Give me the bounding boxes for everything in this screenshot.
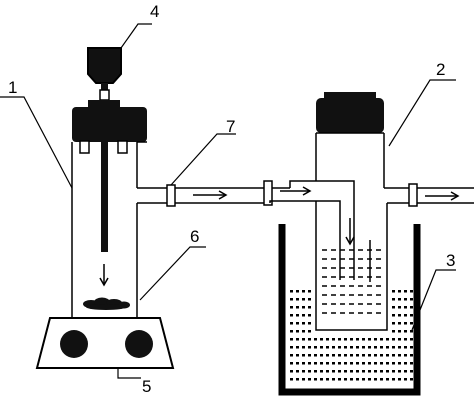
label-2: 2 (436, 60, 445, 79)
label-5: 5 (142, 377, 151, 396)
outlet-tube (384, 183, 474, 207)
label-3: 3 (446, 251, 455, 270)
stirrer-base (35, 317, 175, 369)
reaction-vessel (71, 100, 147, 318)
label-7: 7 (226, 117, 235, 136)
label-1: 1 (8, 78, 17, 97)
label-6: 6 (190, 227, 199, 246)
sample-pellets (83, 297, 130, 310)
liquid-bath (278, 224, 421, 396)
stirrer-motor (87, 47, 122, 101)
label-4: 4 (150, 2, 159, 21)
absorption-bottle (315, 92, 388, 331)
down-arrow-icon (99, 264, 109, 287)
leader-lines (0, 23, 456, 379)
connecting-tube (137, 180, 316, 207)
stirring-rod (101, 140, 108, 252)
